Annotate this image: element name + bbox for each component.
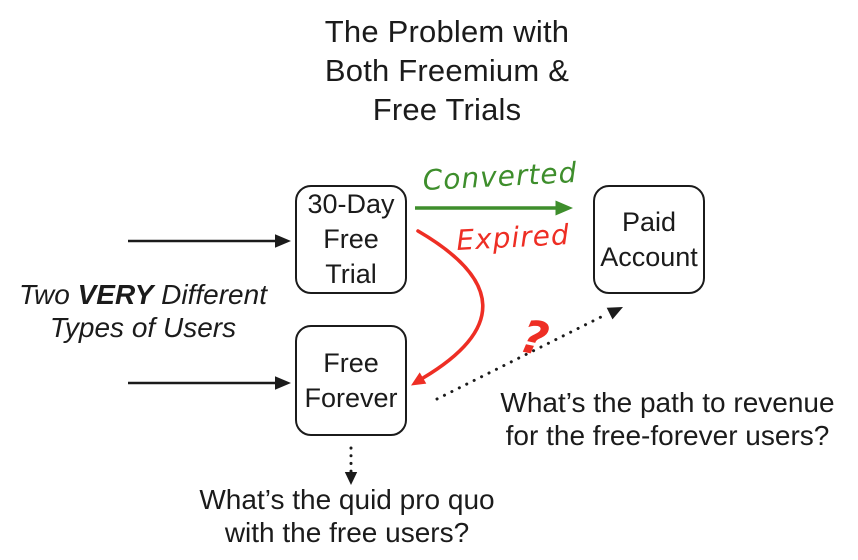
users-arrow-top-head [275, 234, 291, 248]
expired-label: Expired [455, 218, 571, 257]
users-arrow-top [128, 234, 291, 248]
two-types-label-emph: VERY [77, 279, 154, 310]
path-to-revenue-dotted-line [435, 312, 609, 401]
two-types-label: Two VERY Different Types of Users [0, 278, 286, 344]
quid-pro-quo-arrow-head [344, 472, 358, 485]
expired-arrow [411, 229, 485, 386]
two-types-label-line2: Types of Users [49, 312, 237, 343]
free-trial-box: 30-Day Free Trial [295, 185, 407, 294]
converted-arrow [415, 200, 573, 216]
free-forever-box: Free Forever [295, 325, 407, 436]
quid-pro-quo-dotted-arrow [344, 446, 358, 485]
revenue-question-text: What’s the path to revenue for the free-… [500, 387, 835, 451]
paid-account-box: Paid Account [593, 185, 705, 294]
converted-arrow-head [555, 200, 573, 216]
expired-arrow-curve [416, 229, 485, 380]
expired-arrow-head [411, 372, 427, 386]
two-types-label-pre: Two [19, 279, 78, 310]
diagram-title: The Problem with Both Freemium & Free Tr… [324, 14, 570, 127]
path-to-revenue-arrow-head [606, 307, 623, 320]
path-to-revenue-dotted-arrow [435, 307, 623, 401]
users-arrow-bottom [128, 376, 291, 390]
quid-pro-quo-question-text: What’s the quid pro quo with the free us… [199, 484, 495, 548]
users-arrow-bottom-head [275, 376, 291, 390]
two-types-label-post: Different [153, 279, 267, 310]
